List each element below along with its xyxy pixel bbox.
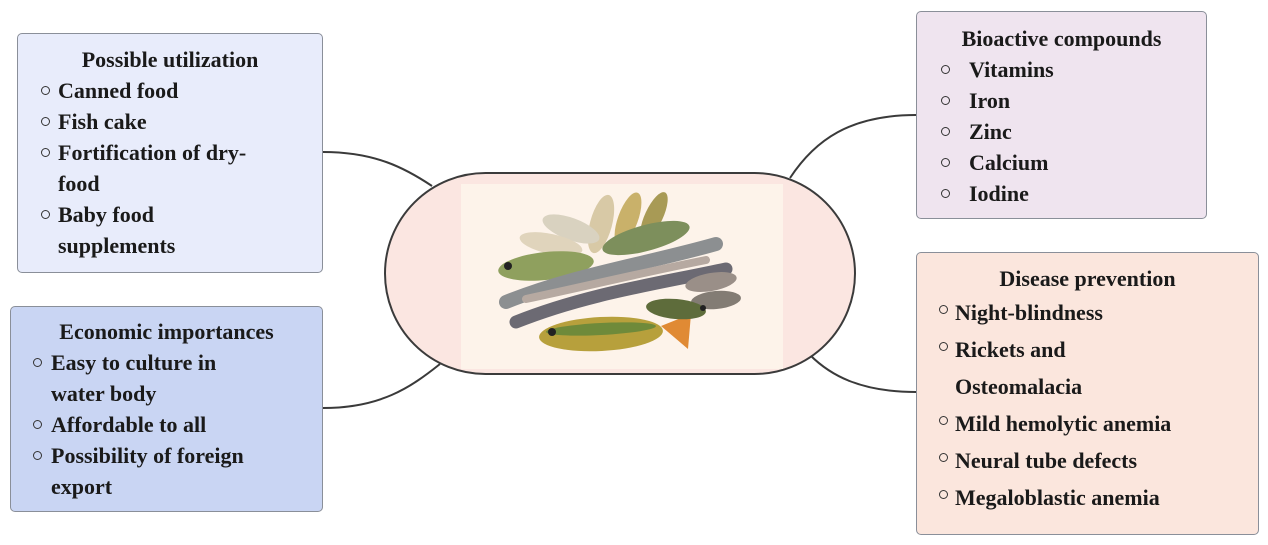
list-item-text: Fortification of dry- bbox=[58, 140, 247, 165]
list-item: Zinc bbox=[917, 116, 1206, 147]
eel-1 bbox=[499, 237, 723, 309]
circle-bullet-icon bbox=[41, 117, 50, 126]
economic-importances-box: Economic importances Easy to culture in w… bbox=[10, 306, 323, 512]
list-item-text: Calcium bbox=[969, 150, 1049, 175]
list-item-text: food bbox=[58, 171, 100, 196]
connector-bioactive bbox=[789, 114, 917, 179]
list-item-text: Affordable to all bbox=[51, 412, 207, 437]
list-item-text: export bbox=[51, 474, 113, 499]
circle-bullet-icon bbox=[939, 342, 948, 351]
circle-bullet-icon bbox=[939, 490, 948, 499]
disease-prevention-title: Disease prevention bbox=[999, 266, 1176, 291]
list-item: Baby food supplements bbox=[18, 199, 322, 261]
list-item-text: Rickets and bbox=[955, 337, 1066, 362]
circle-bullet-icon bbox=[939, 305, 948, 314]
connector-economic bbox=[322, 363, 441, 409]
list-item: Possibility of foreign export bbox=[11, 440, 322, 502]
list-item: Fish cake bbox=[18, 106, 322, 137]
fish-top bbox=[602, 220, 690, 256]
list-item-text: water body bbox=[51, 381, 157, 406]
list-item-text: Neural tube defects bbox=[955, 448, 1138, 473]
connector-disease bbox=[809, 354, 917, 393]
list-item: Easy to culture in water body bbox=[11, 347, 322, 409]
eel-3 bbox=[522, 256, 710, 303]
list-item-text: Iron bbox=[969, 88, 1011, 113]
list-item-text: Zinc bbox=[969, 119, 1012, 144]
circle-bullet-icon bbox=[41, 210, 50, 219]
fish-cluster-image bbox=[461, 184, 783, 369]
circle-bullet-icon bbox=[939, 453, 948, 462]
circle-bullet-icon bbox=[41, 86, 50, 95]
circle-bullet-icon bbox=[939, 416, 948, 425]
economic-importances-title: Economic importances bbox=[59, 319, 274, 344]
list-item: Canned food bbox=[18, 75, 322, 106]
circle-bullet-icon bbox=[41, 148, 50, 157]
circle-bullet-icon bbox=[33, 420, 42, 429]
connector-utilization bbox=[322, 151, 433, 187]
circle-bullet-icon bbox=[941, 96, 950, 105]
list-item: Vitamins bbox=[917, 54, 1206, 85]
list-item: Megaloblastic anemia bbox=[917, 479, 1258, 516]
list-item-text: Megaloblastic anemia bbox=[955, 485, 1160, 510]
circle-bullet-icon bbox=[941, 189, 950, 198]
bioactive-compounds-title: Bioactive compounds bbox=[961, 26, 1162, 51]
circle-bullet-icon bbox=[941, 65, 950, 74]
circle-bullet-icon bbox=[941, 158, 950, 167]
list-item-text: Osteomalacia bbox=[955, 374, 1083, 399]
list-item: Fortification of dry-food bbox=[18, 137, 322, 199]
list-item-text: Easy to culture in bbox=[51, 350, 217, 375]
eel-2 bbox=[509, 262, 733, 329]
list-item: Night-blindness bbox=[917, 294, 1258, 331]
list-item-text: Night-blindness bbox=[955, 300, 1103, 325]
list-item-text: Vitamins bbox=[969, 57, 1054, 82]
list-item: Iron bbox=[917, 85, 1206, 116]
list-item-text: Iodine bbox=[969, 181, 1029, 206]
circle-bullet-icon bbox=[33, 358, 42, 367]
list-item: Mild hemolytic anemia bbox=[917, 405, 1258, 442]
list-item-text: Possibility of foreign bbox=[51, 443, 244, 468]
list-item-text: Canned food bbox=[58, 78, 179, 103]
circle-bullet-icon bbox=[941, 127, 950, 136]
circle-bullet-icon bbox=[33, 451, 42, 460]
list-item-text: Fish cake bbox=[58, 109, 147, 134]
list-item-text: Mild hemolytic anemia bbox=[955, 411, 1172, 436]
possible-utilization-title: Possible utilization bbox=[81, 47, 259, 72]
list-item-text: supplements bbox=[58, 233, 176, 258]
list-item: Neural tube defects bbox=[917, 442, 1258, 479]
list-item: Affordable to all bbox=[11, 409, 322, 440]
list-item-text: Baby food bbox=[58, 202, 154, 227]
list-item: Calcium bbox=[917, 147, 1206, 178]
central-node bbox=[384, 172, 856, 375]
list-item: Iodine bbox=[917, 178, 1206, 209]
